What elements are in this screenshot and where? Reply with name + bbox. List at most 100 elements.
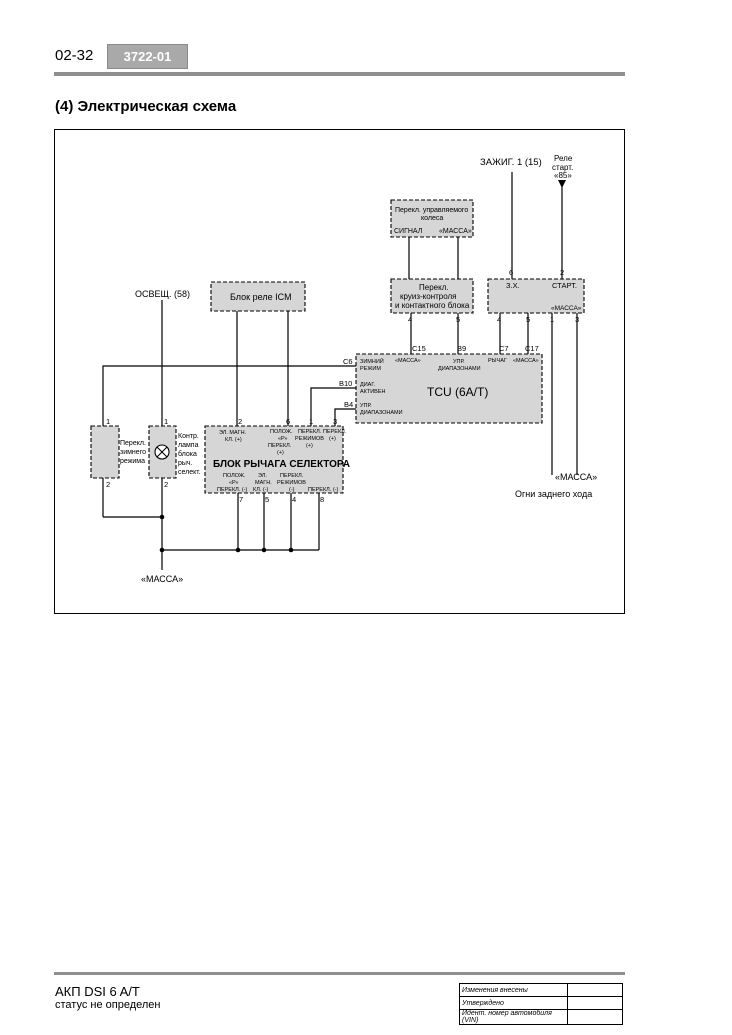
lamp-box <box>148 425 177 479</box>
pin-num: 5 <box>526 315 530 324</box>
pin-num: 6 <box>286 417 290 426</box>
lamp-label-2: лампа <box>178 442 199 449</box>
winter-label-2: зимнего <box>120 449 146 456</box>
section-title: (4) Электрическая схема <box>55 98 237 115</box>
lamp-label-3: блока <box>178 450 197 458</box>
approval-vin: Идент. номер автомобиля (VIN) <box>459 1009 568 1025</box>
light-label: ОСВЕЩ. (58) <box>135 289 190 299</box>
sel-mode-3: (+) <box>306 443 313 449</box>
sel-bsw: ПЕРЕКЛ. (-) <box>308 487 338 493</box>
steering-label-1: Перекл. управляемого <box>395 207 468 214</box>
sel-magnet-1: ЭЛ. МАГН. <box>219 430 247 436</box>
page-number: 02-32 <box>55 47 94 64</box>
approval-table: Изменения внесены Утверждено Идент. номе… <box>459 983 623 1025</box>
sel-bpos-2: «Р» <box>229 480 238 486</box>
tcu-winter-2: РЕЖИМ <box>360 366 381 372</box>
doc-code-tab: 3722-01 <box>107 44 188 69</box>
sel-bmode-2: РЕЖИМОВ <box>277 480 306 486</box>
tcu-range-left-2: ДИАПАЗОНАМИ <box>360 410 403 416</box>
selector-box <box>204 425 344 494</box>
relay-label-3: «85» <box>554 171 572 180</box>
steering-switch-box <box>390 199 474 238</box>
cruise-label-3: и контактного блока <box>395 301 470 310</box>
lamp-label-4: рыч. <box>178 460 193 467</box>
tcu-pin-b4: B4 <box>344 400 353 409</box>
starter-right: СТАРТ. <box>552 281 577 290</box>
sel-pos-3: ПЕРЕКЛ. <box>268 443 292 449</box>
winter-label-3: режима <box>120 458 145 465</box>
icm-label: Блок реле ICM <box>230 292 292 302</box>
approval-changes: Изменения внесены <box>459 983 568 997</box>
winter-label-1: Перекл. <box>120 440 146 447</box>
sel-magnet-2: КЛ. (+) <box>225 437 242 443</box>
pin-num: 1 <box>164 417 168 426</box>
tcu-diag-2: АКТИВЕН <box>360 389 386 395</box>
sel-bmag-2: МАГН. <box>255 480 272 486</box>
tcu-pin-c6: C6 <box>343 357 353 366</box>
pin-num: 2 <box>560 268 564 277</box>
selector-title: БЛОК РЫЧАГА СЕЛЕКТОРА <box>213 459 350 470</box>
tcu-pin-c17: C17 <box>525 344 539 353</box>
tcu-ground: «МАССА» <box>395 358 421 364</box>
footer-title: АКП DSI 6 A/T <box>55 984 140 999</box>
pin-num: 5 <box>265 495 269 504</box>
pin-num: 4 <box>497 315 501 324</box>
pin-num: 6 <box>509 268 513 277</box>
sel-bpos-3: ПЕРЕКЛ. (-) <box>217 487 247 493</box>
sel-pos-4: (+) <box>277 450 284 456</box>
pin-num: 7 <box>239 495 243 504</box>
sel-bpos-1: ПОЛОЖ. <box>223 473 246 479</box>
pin-num: 1 <box>550 315 554 324</box>
pin-num: 3 <box>575 315 579 324</box>
tcu-range-top-1: УПР. <box>453 359 465 365</box>
steering-signal: СИГНАЛ <box>394 228 423 235</box>
pin-num: 2 <box>164 480 168 489</box>
tcu-title: TCU (6A/T) <box>427 385 488 399</box>
pin-num: 4 <box>292 495 296 504</box>
relay-label-2: старт. <box>552 163 573 172</box>
tcu-range-top-2: ДИАПАЗОНАМИ <box>438 366 481 372</box>
cruise-label-2: круиз-контроля <box>400 292 457 301</box>
pin-num: 5 <box>456 315 460 324</box>
sel-bmag-3: КЛ. (-) <box>253 487 269 493</box>
sel-sw-2: (+) <box>329 436 336 442</box>
tcu-winter-1: ЗИМНИЙ <box>360 357 384 365</box>
steering-ground: «МАССА» <box>439 228 472 235</box>
tcu-pin-b9: B9 <box>457 344 466 353</box>
pin-num: 3 <box>333 417 337 426</box>
wiring-diagram: ЗАЖИГ. 1 (15) Реле старт. «85» Перекл. у… <box>54 129 625 614</box>
sel-bmode-1: ПЕРЕКЛ. <box>280 473 304 479</box>
approval-approved: Утверждено <box>459 996 568 1010</box>
top-rule <box>54 72 625 76</box>
starter-ground: «МАССА» <box>551 305 582 312</box>
tcu-lever: РЫЧАГ <box>488 358 507 364</box>
ground-right: «МАССА» <box>555 472 597 482</box>
sel-pos-2: «Р» <box>278 436 287 442</box>
tcu-range-left-1: УПР. <box>360 403 372 409</box>
pin-num: 2 <box>238 417 242 426</box>
reverse-lights: Огни заднего хода <box>515 489 592 499</box>
tcu-ground2: «МАССА» <box>513 358 539 364</box>
winter-switch-box <box>90 425 120 479</box>
tcu-pin-c15: C15 <box>412 344 426 353</box>
icm-relay-box <box>210 281 306 312</box>
sel-mode-1: ПЕРЕКЛ. <box>298 429 322 435</box>
bottom-rule <box>54 972 625 975</box>
sel-pos-1: ПОЛОЖ. <box>270 429 293 435</box>
pin-num: 2 <box>106 480 110 489</box>
pin-num: 8 <box>320 495 324 504</box>
sel-mode-2: РЕЖИМОВ <box>295 436 324 442</box>
ignition-label: ЗАЖИГ. 1 (15) <box>480 157 542 168</box>
pin-num: 1 <box>309 417 313 426</box>
pin-num: 1 <box>106 417 110 426</box>
tcu-diag-1: ДИАГ. <box>360 382 376 388</box>
sel-bmag-1: ЭЛ. <box>258 473 267 479</box>
steering-label-2: колеса <box>421 215 443 222</box>
ground-bottom: «МАССА» <box>141 574 183 584</box>
tcu-box <box>355 353 543 424</box>
sel-bmode-3: (-) <box>289 487 295 493</box>
lamp-label-5: селект. <box>178 469 201 476</box>
pin-num: 4 <box>408 315 412 324</box>
relay-label-1: Реле <box>554 154 573 163</box>
lamp-label-1: Контр. <box>178 433 199 440</box>
